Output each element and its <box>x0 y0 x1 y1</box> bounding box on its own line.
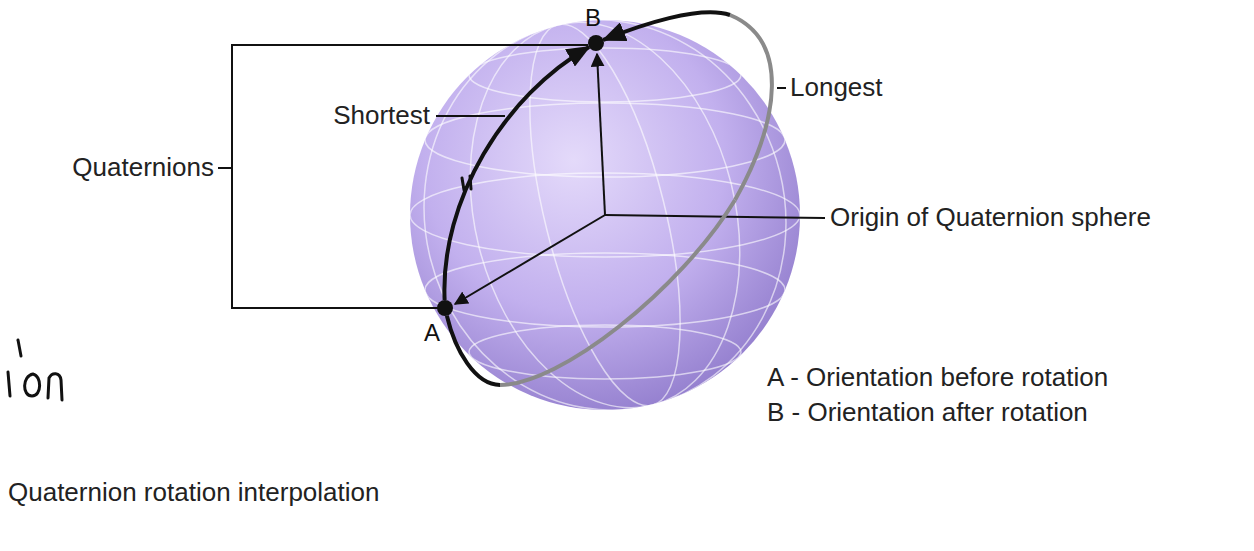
leader-lines <box>436 88 825 218</box>
bracket <box>218 45 588 308</box>
point-letter: A <box>424 320 440 346</box>
orientation-point: A <box>437 300 453 316</box>
longest-arc-segment <box>500 200 735 385</box>
callout-label: Origin of Quaternion sphere <box>830 203 1151 233</box>
sphere-grid <box>383 0 827 449</box>
quaternion-sphere <box>410 20 800 410</box>
longest-arc-segment <box>603 12 730 40</box>
figure-caption: Quaternion rotation interpolation <box>8 478 379 508</box>
point-letter: B <box>585 5 601 31</box>
key-note: B - Orientation after rotation <box>767 398 1088 428</box>
key-note: A - Orientation before rotation <box>767 363 1108 393</box>
shortest-arc <box>444 47 589 300</box>
callout-label: Shortest <box>333 101 430 131</box>
handwritten-scribble <box>8 176 471 400</box>
longest-arc-segment <box>730 15 772 200</box>
shortest-arc-segment <box>444 47 589 300</box>
callout-label: Longest <box>790 73 883 103</box>
bracket-label: Quaternions <box>72 153 214 183</box>
longest-arc <box>447 12 772 385</box>
longest-arc-segment <box>447 316 500 385</box>
orientation-point: B <box>588 35 604 51</box>
